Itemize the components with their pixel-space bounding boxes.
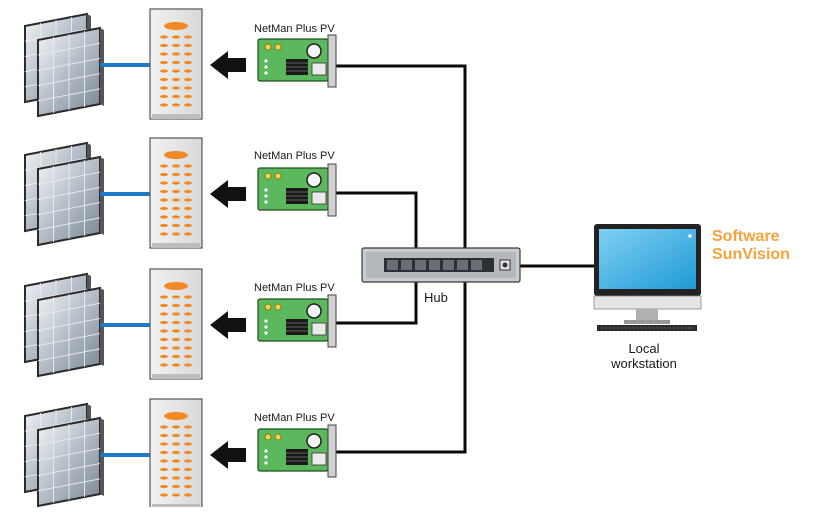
keyboard-icon [597,325,697,331]
network-card-icon [257,34,337,88]
workstation-label: Local workstation [598,341,690,371]
netman-card-label-1: NetMan Plus PV [254,23,335,35]
solar-panel-icon [24,272,104,378]
solar-panel-icon [24,141,104,247]
cable-unit-3 [336,282,418,325]
unit-row [24,268,337,380]
netman-card-label-4: NetMan Plus PV [254,412,335,424]
solar-panel-icon [24,402,104,508]
cable-unit-2 [336,191,418,250]
monitor-icon [593,224,702,324]
network-cables [336,64,598,454]
inverter-icon [149,137,203,249]
inverter-icon [149,398,203,510]
arrow-left-icon [210,441,246,469]
workstation-label-line1: Local [628,341,660,356]
network-hub-icon [361,247,521,283]
network-card-icon [257,424,337,478]
arrow-left-icon [210,180,246,208]
network-card-icon [257,294,337,348]
inverter-icon [149,268,203,380]
network-card-icon [257,163,337,217]
software-label-line1: Software [712,228,780,245]
arrow-left-icon [210,311,246,339]
workstation-label-line2: workstation [611,356,677,371]
unit-row [24,8,337,120]
unit-row [24,137,337,249]
hub-label: Hub [424,290,448,305]
netman-card-label-2: NetMan Plus PV [254,150,335,162]
inverter-icon [149,8,203,120]
unit-row [24,398,337,510]
software-sunvision-label: Software SunVision [712,228,790,264]
cable-unit-1 [336,64,467,250]
cable-unit-4 [336,282,467,454]
software-label-line2: SunVision [712,246,790,263]
arrow-left-icon [210,51,246,79]
netman-card-label-3: NetMan Plus PV [254,282,335,294]
solar-panel-icon [24,12,104,118]
